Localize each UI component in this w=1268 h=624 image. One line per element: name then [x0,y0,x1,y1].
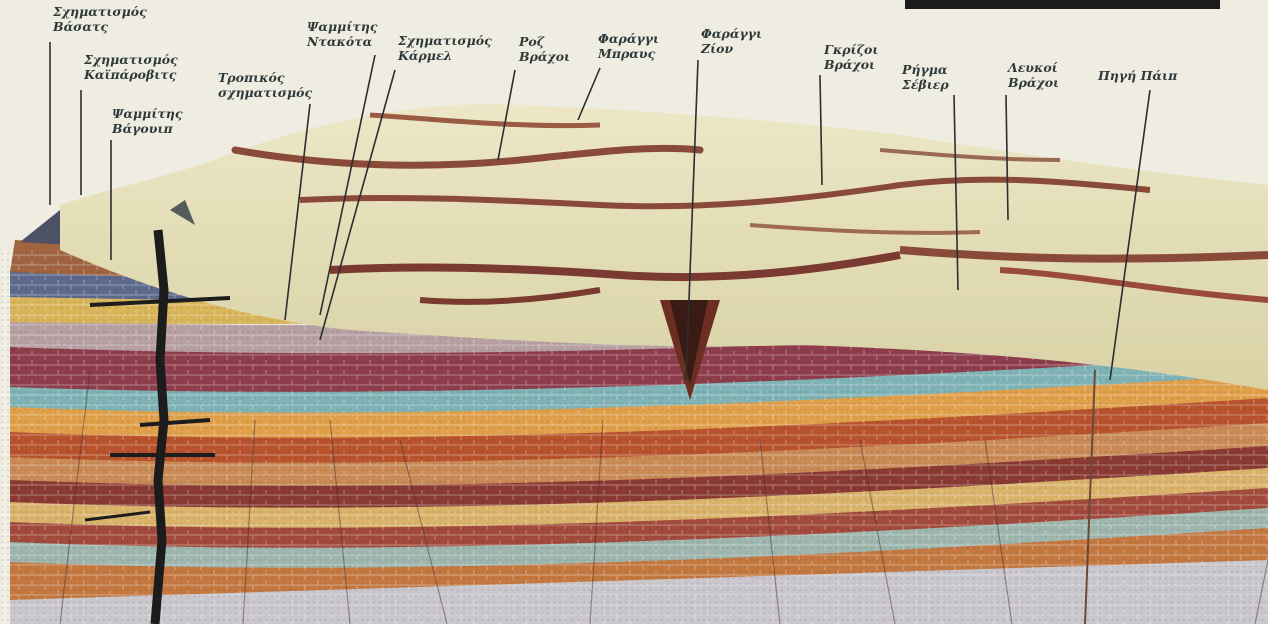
top-title-mark [905,0,1220,9]
label-paip-spring: Πηγή Πάιπ [1098,68,1177,83]
